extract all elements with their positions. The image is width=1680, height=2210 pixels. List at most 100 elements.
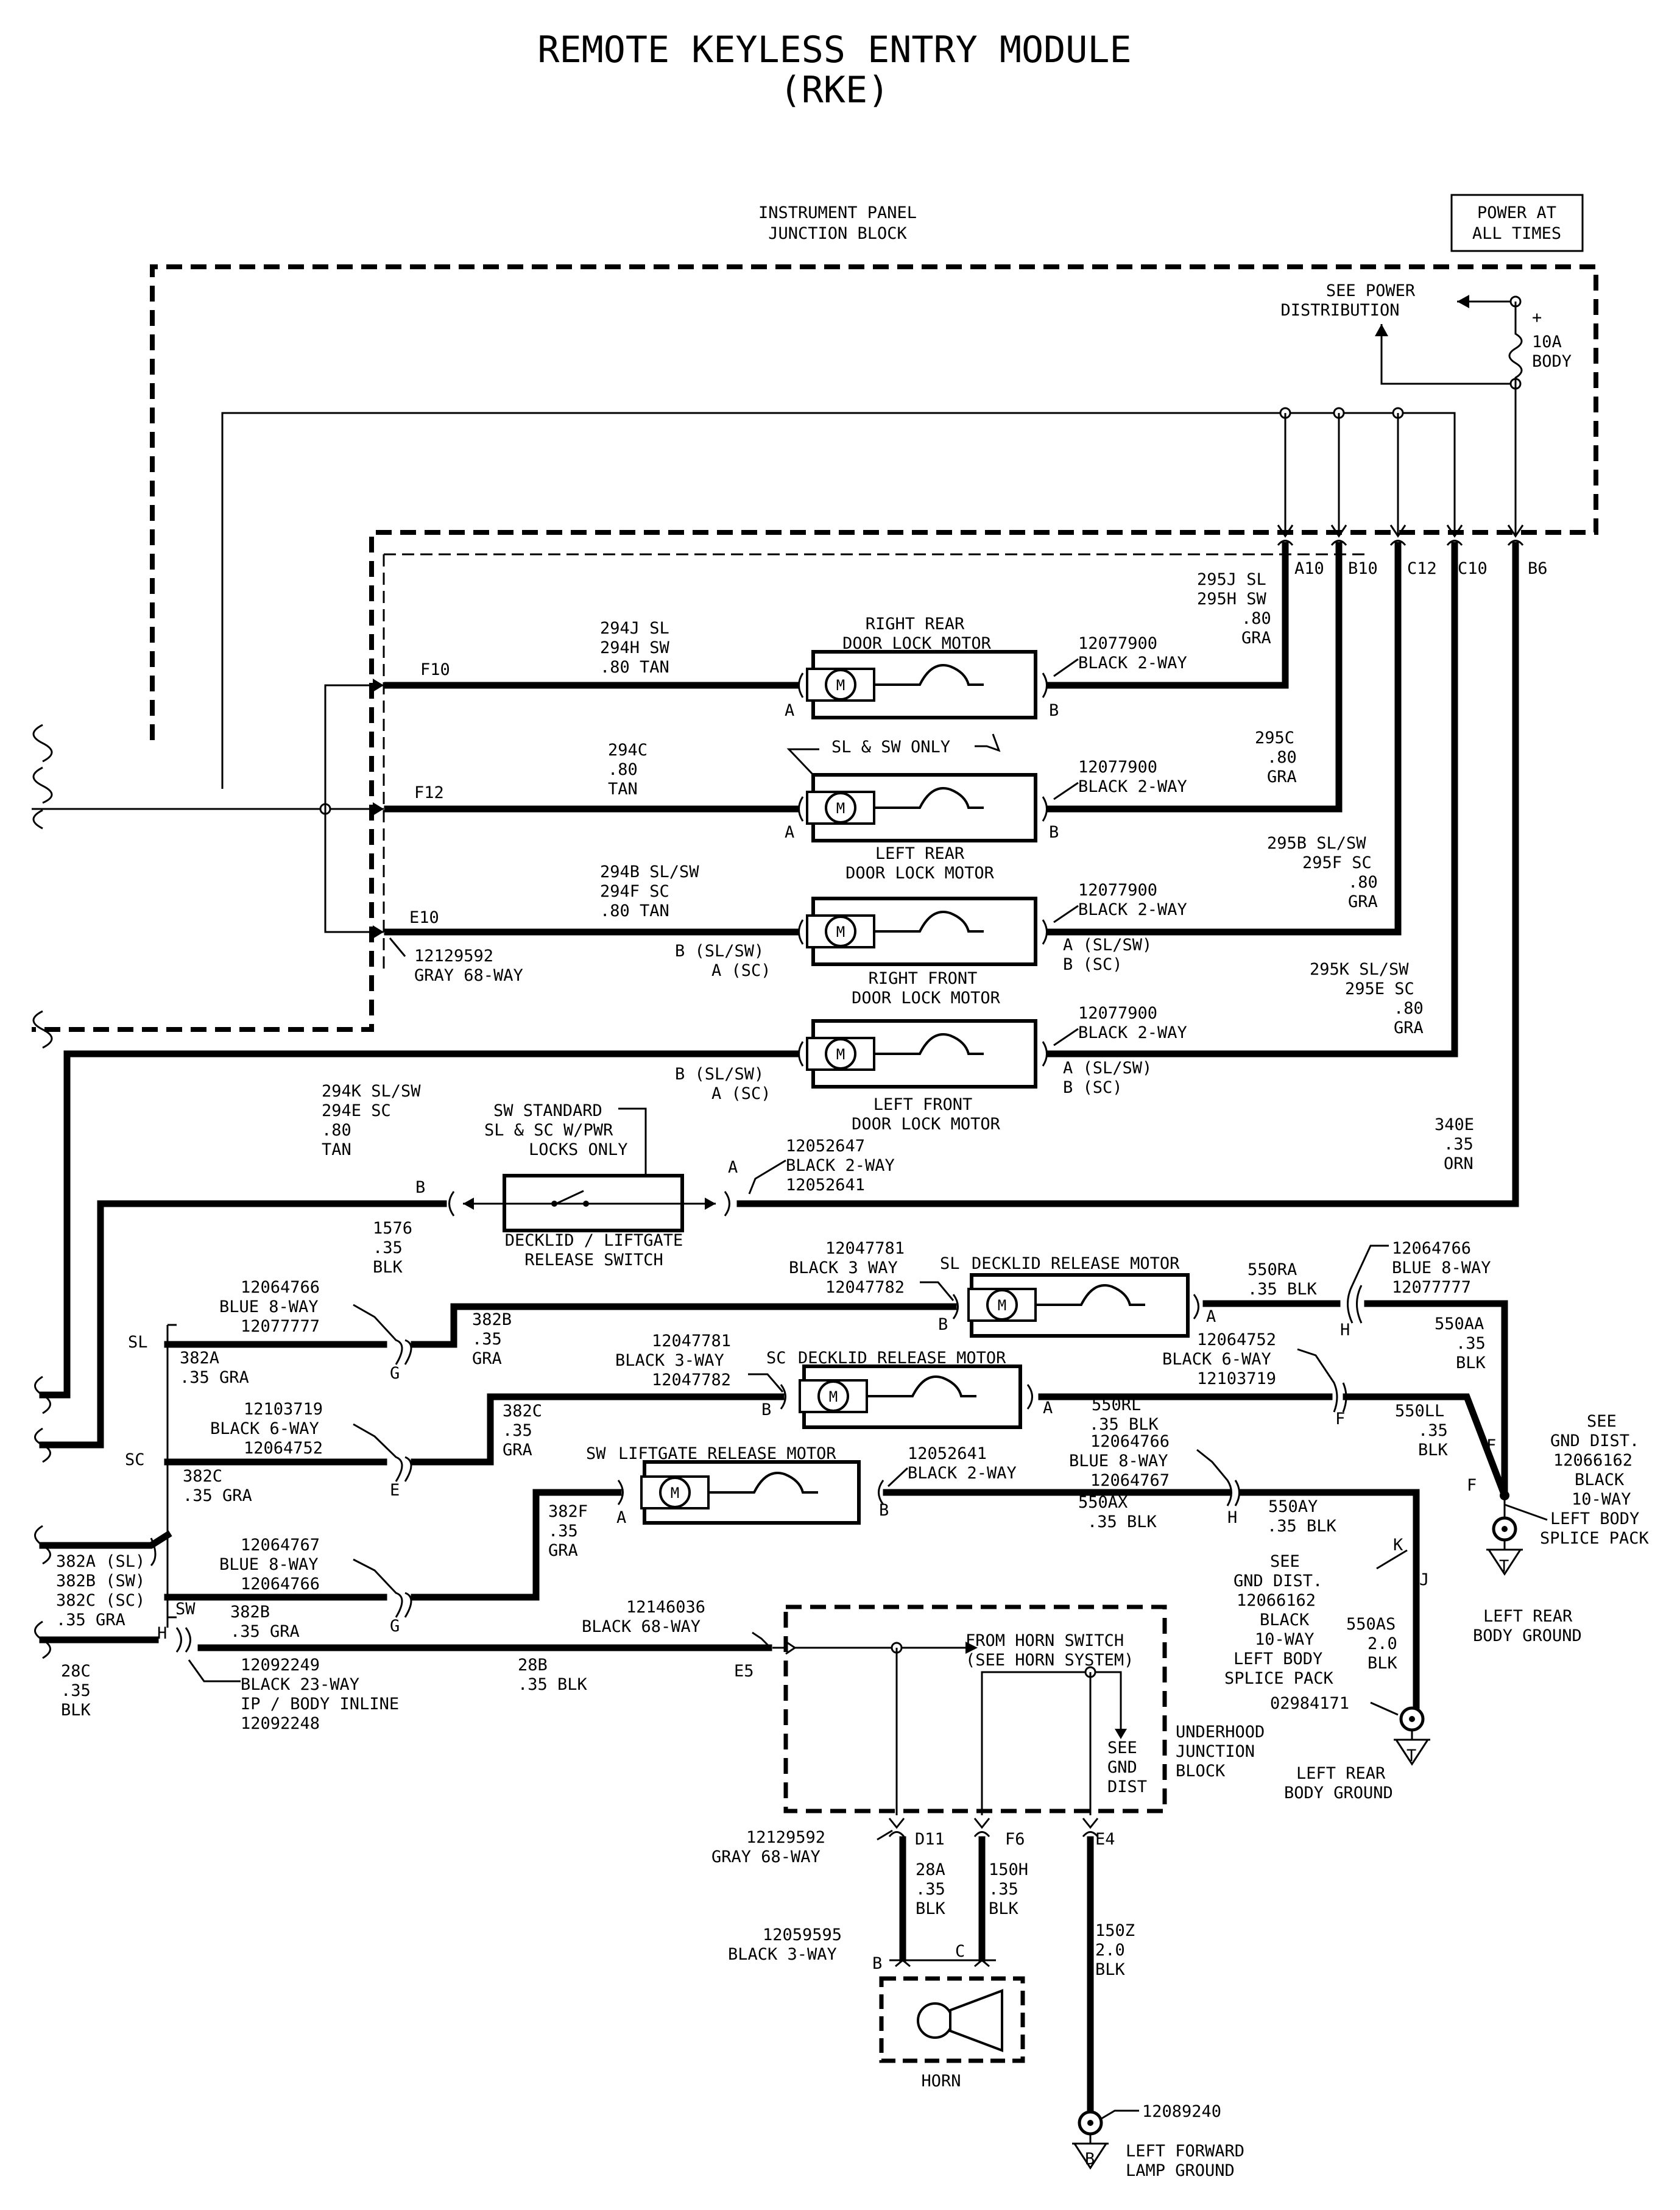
rr-door-lock-motor: [806, 650, 1037, 719]
sc-motor-conn-1: 12047781: [652, 1332, 731, 1350]
gnd-dist-mid-2: GND DIST.: [1234, 1572, 1322, 1590]
wire-550ax-gauge: .35 BLK: [1087, 1513, 1157, 1531]
wire-295b-color: GRA: [1348, 892, 1378, 911]
diagram-title: REMOTE KEYLESS ENTRY MODULE: [537, 29, 1131, 71]
rf-conn-part: 12077900: [1078, 881, 1157, 900]
left-sc-conn-3: 12064752: [244, 1439, 323, 1458]
ujb-label-1: UNDERHOOD: [1176, 1723, 1265, 1742]
wire-340e-gauge: .35: [1444, 1135, 1474, 1154]
power-box-line1: POWER AT: [1477, 203, 1556, 222]
right-sc-conn-1: 12064752: [1197, 1330, 1276, 1349]
splice-pin-k: K: [1393, 1536, 1403, 1555]
switch-note-2: SL & SC W/PWR: [484, 1121, 613, 1140]
wire-550aa-gauge: .35: [1456, 1334, 1486, 1353]
sl-motor-name: DECKLID RELEASE MOTOR: [972, 1254, 1180, 1273]
left-sl-pin: G: [390, 1364, 400, 1383]
sw-motor-pin-a: A: [616, 1508, 626, 1527]
left-sc-pin: E: [390, 1481, 400, 1500]
wire-150h: 150H: [989, 1860, 1028, 1879]
gnd-dist-mid-4: BLACK: [1260, 1611, 1310, 1629]
from-horn-switch-1: FROM HORN SWITCH: [965, 1631, 1124, 1650]
rf-conn-desc: BLACK 2-WAY: [1078, 900, 1187, 919]
right-sl-conn-2: BLUE 8-WAY: [1392, 1259, 1491, 1277]
bundle-sc: SC: [125, 1450, 145, 1469]
right-sl-pin: H: [1340, 1321, 1350, 1340]
wire-550ay: 550AY: [1268, 1497, 1318, 1516]
wire-550as: 550AS: [1346, 1615, 1396, 1634]
wire-295f: 295F SC: [1302, 853, 1372, 872]
wire-294h: 294H SW: [600, 638, 670, 657]
wire-550ra: 550RA: [1248, 1260, 1297, 1279]
wire-340e: 340E: [1435, 1115, 1474, 1134]
wire-550ax: 550AX: [1078, 1493, 1128, 1512]
ip-body-pin: H: [157, 1624, 167, 1643]
gnd-dist-right-1: SEE: [1587, 1412, 1617, 1431]
wire-294k-color: TAN: [322, 1140, 351, 1159]
rf-pin-right-2: B (SC): [1063, 955, 1123, 974]
lf-conn-desc: BLACK 2-WAY: [1078, 1023, 1187, 1042]
wire-382f-color: GRA: [548, 1541, 578, 1560]
wire-295b: 295B SL/SW: [1267, 834, 1366, 853]
sc-motor-conn-3: 12047782: [652, 1371, 731, 1389]
wire-382b-low: 382B: [230, 1603, 270, 1622]
switch-pin-b: B: [415, 1178, 425, 1197]
wire-150z: 150Z: [1095, 1921, 1135, 1940]
left-sw-pin: G: [390, 1617, 400, 1636]
wire-295c-color: GRA: [1267, 768, 1297, 786]
right-sc-pin: F: [1335, 1410, 1345, 1428]
rf-pin-right-1: A (SL/SW): [1063, 936, 1152, 955]
wire-295c: 295C: [1255, 729, 1294, 747]
ipjb-inner-outline: [383, 553, 1371, 969]
ip-body-conn-1: 12092249: [241, 1656, 320, 1675]
wire-28a-color: BLK: [916, 1899, 946, 1918]
sc-decklid-release-motor: [799, 1364, 1022, 1429]
terminal-b10: B10: [1348, 559, 1378, 578]
wire-1576-color: BLK: [373, 1258, 403, 1277]
gnd-dist-right-2: GND DIST.: [1550, 1432, 1639, 1450]
see-power-distribution: SEE POWER: [1326, 281, 1416, 300]
wire-295j-gauge: .80: [1241, 609, 1271, 628]
wire-382c-left-gauge: .35 GRA: [183, 1486, 252, 1505]
sl-motor-conn-1: 12047781: [825, 1239, 905, 1258]
sc-motor-pin-b: B: [761, 1400, 771, 1419]
see-gnd-dist-3: DIST: [1107, 1778, 1147, 1796]
rr-motor-name-2: DOOR LOCK MOTOR: [842, 634, 992, 653]
ujb-pin-d11: D11: [915, 1830, 945, 1849]
left-rear-ground-1: LEFT REAR: [1483, 1607, 1573, 1626]
bundle-sl: SL: [128, 1333, 148, 1352]
wire-150z-color: BLK: [1095, 1960, 1126, 1979]
wire-150h-color: BLK: [989, 1899, 1019, 1918]
right-sl-conn-3: 12077777: [1392, 1278, 1471, 1297]
wire-550rl: 550RL: [1092, 1396, 1141, 1414]
left-sl-conn-1: 12064766: [241, 1278, 320, 1297]
sc-motor-pin-a: A: [1043, 1399, 1053, 1417]
wire-294c: 294C: [608, 741, 648, 760]
sw-motor-pin-b: B: [879, 1501, 889, 1520]
gnd-dist-mid-7: SPLICE PACK: [1224, 1669, 1334, 1688]
wire-28b-gauge: .35 BLK: [518, 1675, 588, 1694]
wire-1576: 1576: [373, 1219, 412, 1238]
switch-conn-1: 12052647: [786, 1137, 865, 1156]
horn-conn-2: BLACK 3-WAY: [728, 1945, 837, 1964]
ujb-out-conn-2: GRAY 68-WAY: [711, 1848, 821, 1866]
ipjb-label: INSTRUMENT PANEL: [758, 203, 917, 222]
ipjb-connector-ref: 12129592: [414, 947, 493, 966]
left-sc-conn-2: BLACK 6-WAY: [210, 1419, 319, 1438]
bundle-382b: 382B (SW): [56, 1572, 145, 1590]
wire-295j: 295J SL: [1197, 570, 1266, 589]
horn-label: HORN: [921, 2072, 961, 2091]
pin-e10: E10: [409, 908, 439, 927]
bundle-gauge: .35 GRA: [56, 1611, 125, 1629]
gnd-dist-mid-6: LEFT BODY: [1234, 1650, 1322, 1668]
wire-382f: 382F: [548, 1502, 588, 1521]
left-sl-conn-3: 12077777: [241, 1317, 320, 1336]
wire-28c: 28C: [61, 1662, 91, 1681]
wire-382a-gauge: .35 GRA: [180, 1368, 249, 1387]
power-box-line2: ALL TIMES: [1472, 224, 1561, 243]
lf-motor-name: LEFT FRONT: [874, 1095, 973, 1114]
gnd-dist-right-7: SPLICE PACK: [1540, 1529, 1650, 1548]
gnd-dist-right-6: LEFT BODY: [1550, 1509, 1639, 1528]
left-sw-conn-3: 12064766: [241, 1575, 320, 1594]
fuse-plus: +: [1532, 308, 1542, 327]
left-forward-ground-1: LEFT FORWARD: [1126, 2142, 1244, 2161]
